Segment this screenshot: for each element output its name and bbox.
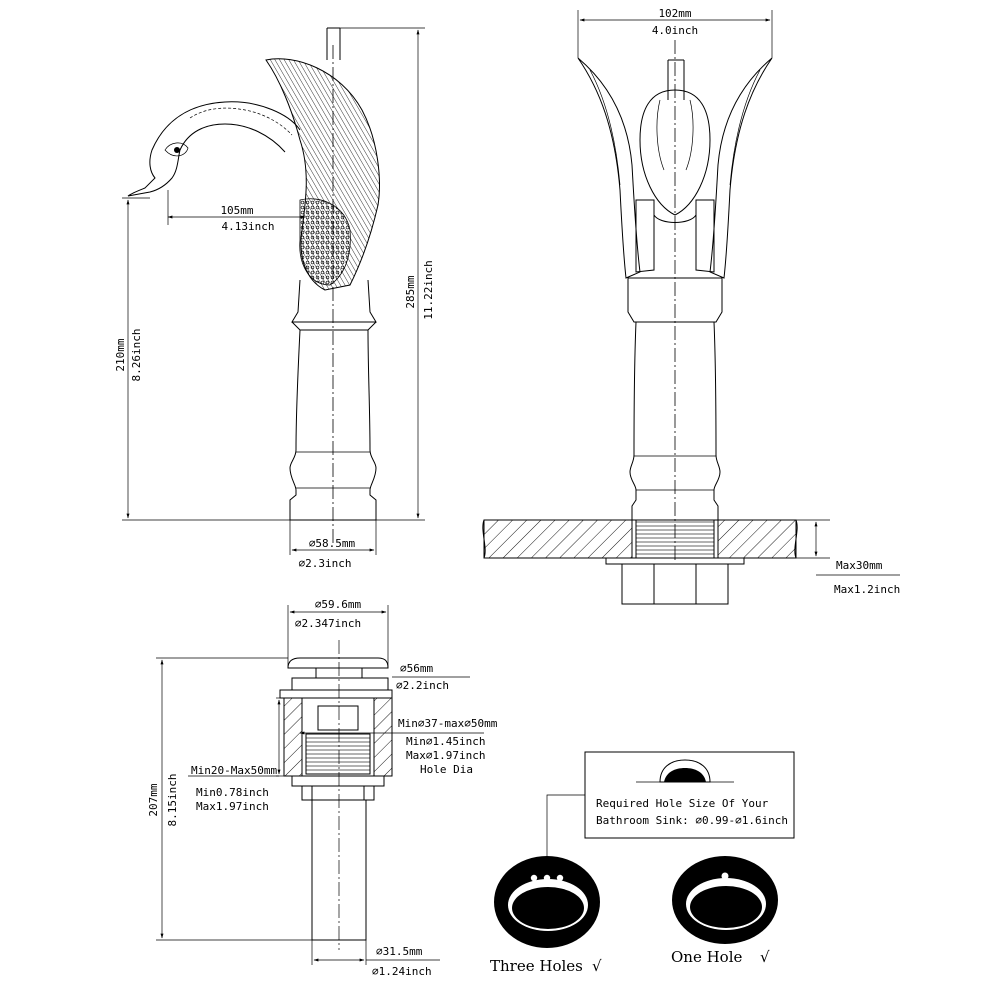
cap-diameter-mm: ⌀59.6mm [315,598,362,611]
hole-dia-label: Hole Dia [420,763,473,776]
drain-length-inch: 8.15inch [166,774,179,827]
pipe-diameter-inch: ⌀1.24inch [372,965,432,978]
body-diameter-inch: ⌀2.2inch [396,679,449,692]
three-holes-check: √ [592,957,602,975]
front-width-inch: 4.0inch [652,24,698,37]
total-height-mm: 285mm [404,275,417,308]
faucet-pillar [289,329,377,521]
pipe-diameter-mm: ⌀31.5mm [376,945,423,958]
base-diameter-mm: ⌀58.5mm [309,537,356,550]
deck-thickness-mm: Max30mm [836,559,883,572]
spout-height-inch: 8.26inch [130,329,143,382]
base-diameter-inch: ⌀2.3inch [299,557,352,570]
sink-thickness-min-inch: Min0.78inch [196,786,269,799]
one-hole-label: One Hole [671,948,743,966]
drain-length-mm: 207mm [147,783,160,816]
handle-rod [326,27,341,60]
swan-body-front [639,89,711,216]
total-height-inch: 11.22inch [422,260,435,320]
hole-dia-min-inch: Min⌀1.45inch [406,735,485,748]
swan-wing [265,58,380,291]
note-line-1: Required Hole Size Of Your [596,797,769,810]
hole-dia-max-inch: Max⌀1.97inch [406,749,485,762]
front-width-mm: 102mm [658,7,691,20]
three-holes-label: Three Holes [490,957,583,975]
left-wing [577,57,641,279]
spout-reach-mm: 105mm [220,204,253,217]
note-line-2: Bathroom Sink: ⌀0.99-⌀1.6inch [596,814,788,827]
one-hole-check: √ [760,948,770,966]
cap-diameter-inch: ⌀2.347inch [295,617,361,630]
spout-height-mm: 210mm [114,338,127,371]
faucet-side-view: 105mm 4.13inch 210mm 8.26inch 285mm 11.2… [114,27,435,570]
sink-thickness-mm: Min20-Max50mm [191,764,277,777]
sink-three-holes: Three Holes √ [490,856,602,975]
swan-neck [127,101,301,197]
sink-one-hole: One Hole √ [671,856,778,966]
drain-drawing: ⌀59.6mm ⌀2.347inch ⌀56mm ⌀2.2inch Min⌀37… [147,598,498,978]
right-wing [709,57,773,279]
drain-thread [305,733,371,775]
mounting-shank [635,519,715,559]
sink-thickness-max-inch: Max1.97inch [196,800,269,813]
drain-cap [287,657,389,669]
hole-dia-mm: Min⌀37-max⌀50mm [398,717,498,730]
deck-thickness-inch: Max1.2inch [834,583,900,596]
hole-size-icon [659,759,711,783]
body-diameter-mm: ⌀56mm [400,662,433,675]
sink-note: Required Hole Size Of Your Bathroom Sink… [546,751,795,880]
faucet-front-view: 102mm 4.0inch Max30mm Max1.2inch [482,7,900,605]
swan-eye [164,142,189,157]
spout-reach-inch: 4.13inch [222,220,275,233]
